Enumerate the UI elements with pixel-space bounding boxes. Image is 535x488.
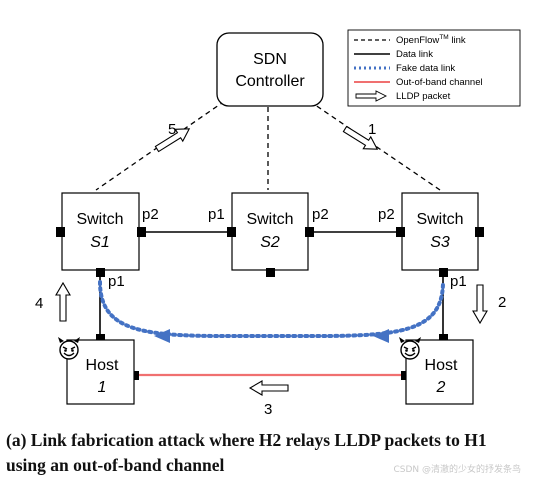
port-s2-right [305, 227, 314, 237]
fake-data-link [98, 280, 445, 339]
figure-caption: (a) Link fabrication attack where H2 rel… [6, 430, 487, 475]
host-1-name: 1 [98, 379, 107, 396]
openflow-links [95, 95, 441, 191]
port-s3-bottom [439, 268, 448, 277]
host-2-label: Host [425, 357, 458, 374]
legend-openflow-text: OpenFlowTM link [396, 34, 466, 46]
host-2-box [405, 339, 474, 405]
lldp-arrow-1 [342, 125, 379, 150]
lldp-arrow-3 [248, 380, 289, 396]
port-h2-top [439, 334, 448, 343]
host-1-label: Host [86, 357, 119, 374]
step-label-2: 2 [498, 294, 506, 311]
switch-s2-label: Switch [246, 211, 293, 228]
switch-s3-label: Switch [416, 211, 463, 228]
port-s3-right [475, 227, 484, 237]
lldp-arrow-4 [55, 281, 71, 322]
port-s3-left [396, 227, 405, 237]
switch-s1-label: Switch [76, 211, 123, 228]
port-s1-right [137, 227, 146, 237]
watermark: CSDN @清澈的少女的抒发条鸟 [393, 465, 521, 475]
lldp-arrow-2 [472, 284, 488, 325]
port-label-s3-p2: p2 [378, 206, 395, 223]
sdn-controller-box [216, 32, 324, 107]
controller-line1: SDN [253, 51, 287, 68]
port-s2-left [227, 227, 236, 237]
legend-lldp-text: LLDP packet [396, 91, 451, 102]
port-label-s2-p1: p1 [208, 206, 225, 223]
step-label-5: 5 [168, 121, 176, 138]
port-label-s1-p2: p2 [142, 206, 159, 223]
devil-icon [399, 337, 421, 360]
switch-s1-name: S1 [90, 234, 110, 251]
switch-s3-box [401, 192, 479, 271]
switch-s1-box [61, 192, 140, 271]
switch-s2-name: S2 [260, 234, 280, 251]
legend-fake-link-text: Fake data link [396, 63, 455, 74]
step-label-1: 1 [368, 121, 376, 138]
host-2-name: 2 [436, 379, 446, 396]
port-s1-left [56, 227, 65, 237]
port-label-s2-p2: p2 [312, 206, 329, 223]
port-label-s3-p1: p1 [450, 273, 467, 290]
legend-lldp-swatch [355, 90, 388, 102]
lldp-arrow-5 [154, 128, 191, 153]
fake-link-arrowhead-left [154, 329, 170, 343]
legend-out-of-band-text: Out-of-band channel [396, 77, 483, 88]
controller-line2: Controller [235, 73, 305, 90]
port-s1-bottom [96, 268, 105, 277]
port-h1-top [96, 334, 105, 343]
step-label-4: 4 [35, 295, 43, 312]
legend-data-link-text: Data link [396, 49, 433, 60]
switch-s3-name: S3 [430, 234, 450, 251]
port-label-s1-p1: p1 [108, 273, 125, 290]
fake-link-arrowhead-right [373, 329, 389, 343]
switch-s2-box [231, 192, 309, 271]
devil-icon [58, 337, 80, 360]
step-label-3: 3 [264, 401, 272, 418]
port-s2-bottom [266, 268, 275, 277]
